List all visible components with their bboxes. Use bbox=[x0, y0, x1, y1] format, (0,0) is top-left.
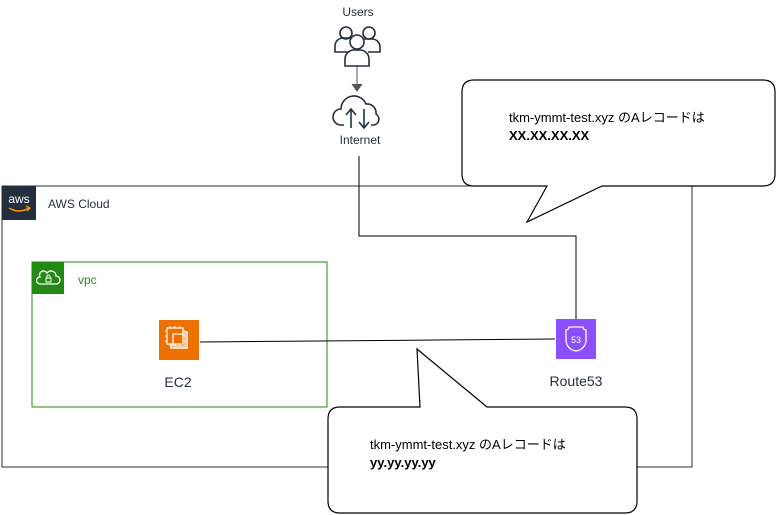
vpc-label: vpc bbox=[78, 273, 97, 287]
ec2-icon bbox=[159, 320, 199, 360]
aws-logo-icon: aws bbox=[2, 186, 36, 220]
vpc-cloud-icon bbox=[32, 262, 64, 294]
users-icon bbox=[334, 26, 381, 67]
top-callout-ip: XX.XX.XX.XX bbox=[509, 128, 590, 143]
internet-to-route53-line bbox=[358, 156, 577, 319]
top-callout-line1: tkm-ymmt-test.xyz のAレコードは bbox=[509, 110, 705, 125]
svg-text:aws: aws bbox=[8, 192, 29, 206]
ec2-to-route53-line bbox=[199, 338, 556, 343]
bottom-callout-ip: yy.yy.yy.yy bbox=[370, 455, 436, 470]
users-label: Users bbox=[342, 5, 374, 19]
route53-icon: 53 bbox=[556, 319, 596, 359]
internet-label: Internet bbox=[339, 133, 381, 147]
bottom-callout-bubble bbox=[327, 347, 638, 514]
bottom-callout-text: tkm-ymmt-test.xyz のAレコードは yy.yy.yy.yy bbox=[370, 436, 566, 472]
connector-lines bbox=[199, 66, 577, 343]
route53-label: Route53 bbox=[549, 373, 603, 389]
svg-text:53: 53 bbox=[571, 335, 581, 345]
vpc-group bbox=[31, 261, 328, 408]
top-callout-bubble bbox=[461, 79, 776, 224]
aws-cloud-label: AWS Cloud bbox=[48, 197, 110, 211]
bottom-callout-line1: tkm-ymmt-test.xyz のAレコードは bbox=[370, 437, 566, 452]
ec2-label: EC2 bbox=[164, 374, 192, 390]
internet-cloud-icon bbox=[332, 95, 380, 130]
top-callout-text: tkm-ymmt-test.xyz のAレコードは XX.XX.XX.XX bbox=[509, 109, 705, 145]
